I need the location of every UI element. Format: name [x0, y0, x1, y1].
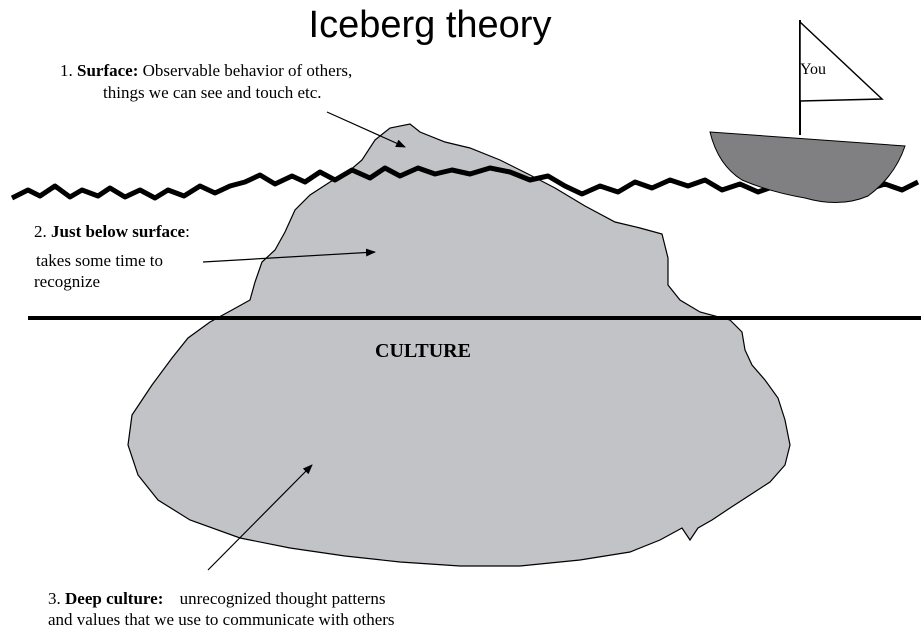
- below-surface-desc1: takes some time to: [36, 251, 163, 271]
- below-surface-number: 2.: [34, 222, 47, 241]
- culture-label: CULTURE: [375, 340, 471, 363]
- deep-culture-term: Deep culture:: [65, 589, 163, 608]
- deep-culture-label-line1: 3. Deep culture: unrecognized thought pa…: [48, 589, 385, 609]
- surface-desc2: things we can see and touch etc.: [103, 83, 322, 103]
- surface-number: 1.: [60, 61, 73, 80]
- below-surface-colon: :: [185, 222, 190, 241]
- diagram-title: Iceberg theory: [0, 4, 860, 47]
- below-surface-label-line1: 2. Just below surface:: [34, 222, 190, 242]
- surface-term: Surface:: [77, 61, 138, 80]
- below-surface-desc2: recognize: [34, 272, 100, 292]
- boat-hull: [710, 132, 905, 203]
- boat-label: You: [800, 61, 826, 79]
- below-surface-term: Just below surface: [51, 222, 185, 241]
- surface-desc1: Observable behavior of others,: [143, 61, 353, 80]
- deep-culture-number: 3.: [48, 589, 61, 608]
- deep-culture-desc1: unrecognized thought patterns: [180, 589, 386, 608]
- deep-culture-desc2: and values that we use to communicate wi…: [48, 610, 395, 630]
- surface-label-line1: 1. Surface: Observable behavior of other…: [60, 61, 352, 81]
